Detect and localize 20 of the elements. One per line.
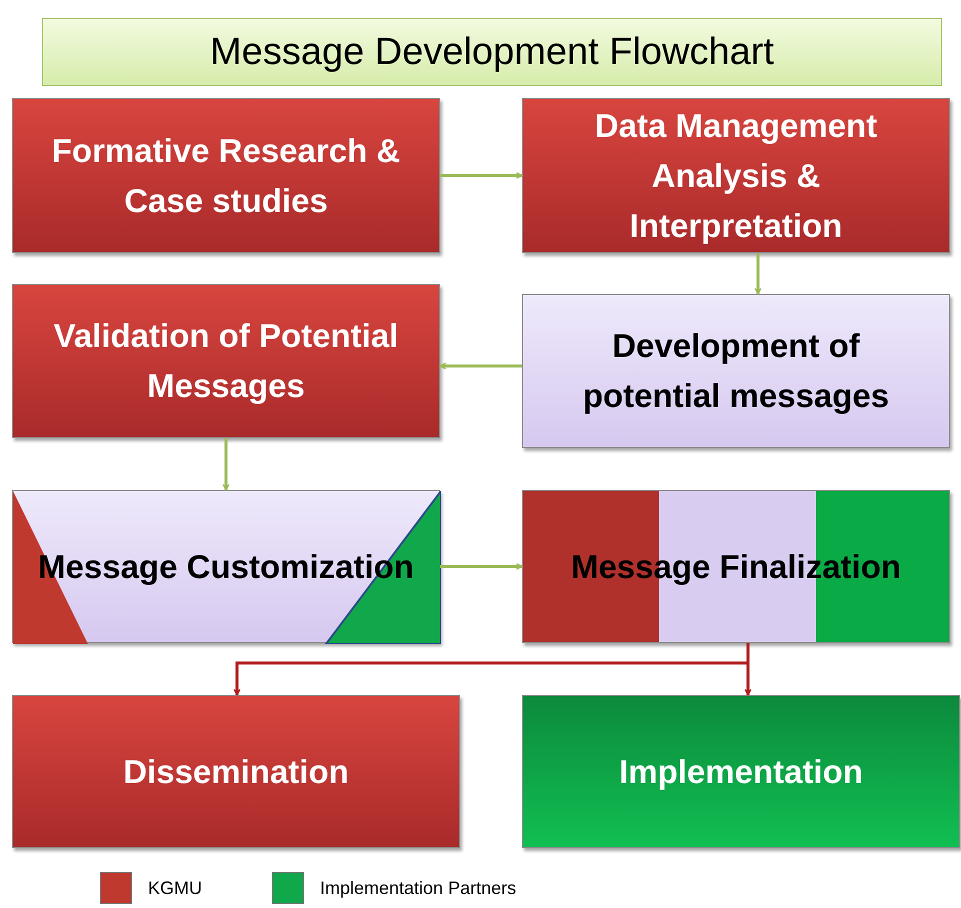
legend-label: Implementation Partners [320, 876, 516, 900]
node-label: Implementation [618, 752, 864, 792]
node-label: Development of potential messages [582, 326, 890, 416]
process-box [12, 695, 460, 848]
node-label: Dissemination [122, 752, 350, 792]
legend-label: KGMU [148, 876, 202, 900]
process-box [12, 98, 440, 253]
arrow [440, 563, 523, 570]
process-box [522, 695, 960, 848]
arrow [440, 172, 523, 179]
title-banner: Message Development Flowchart [42, 18, 942, 86]
arrow [754, 253, 762, 295]
arrow [439, 362, 522, 370]
node-label: Data Management Analysis & Interpretation [594, 106, 878, 246]
process-box [522, 98, 950, 253]
node-label: Validation of Potential Messages [52, 316, 400, 406]
process-box [12, 284, 440, 438]
node-label: Formative Research & Case studies [50, 130, 402, 220]
process-box [522, 294, 950, 448]
arrow [222, 438, 230, 491]
